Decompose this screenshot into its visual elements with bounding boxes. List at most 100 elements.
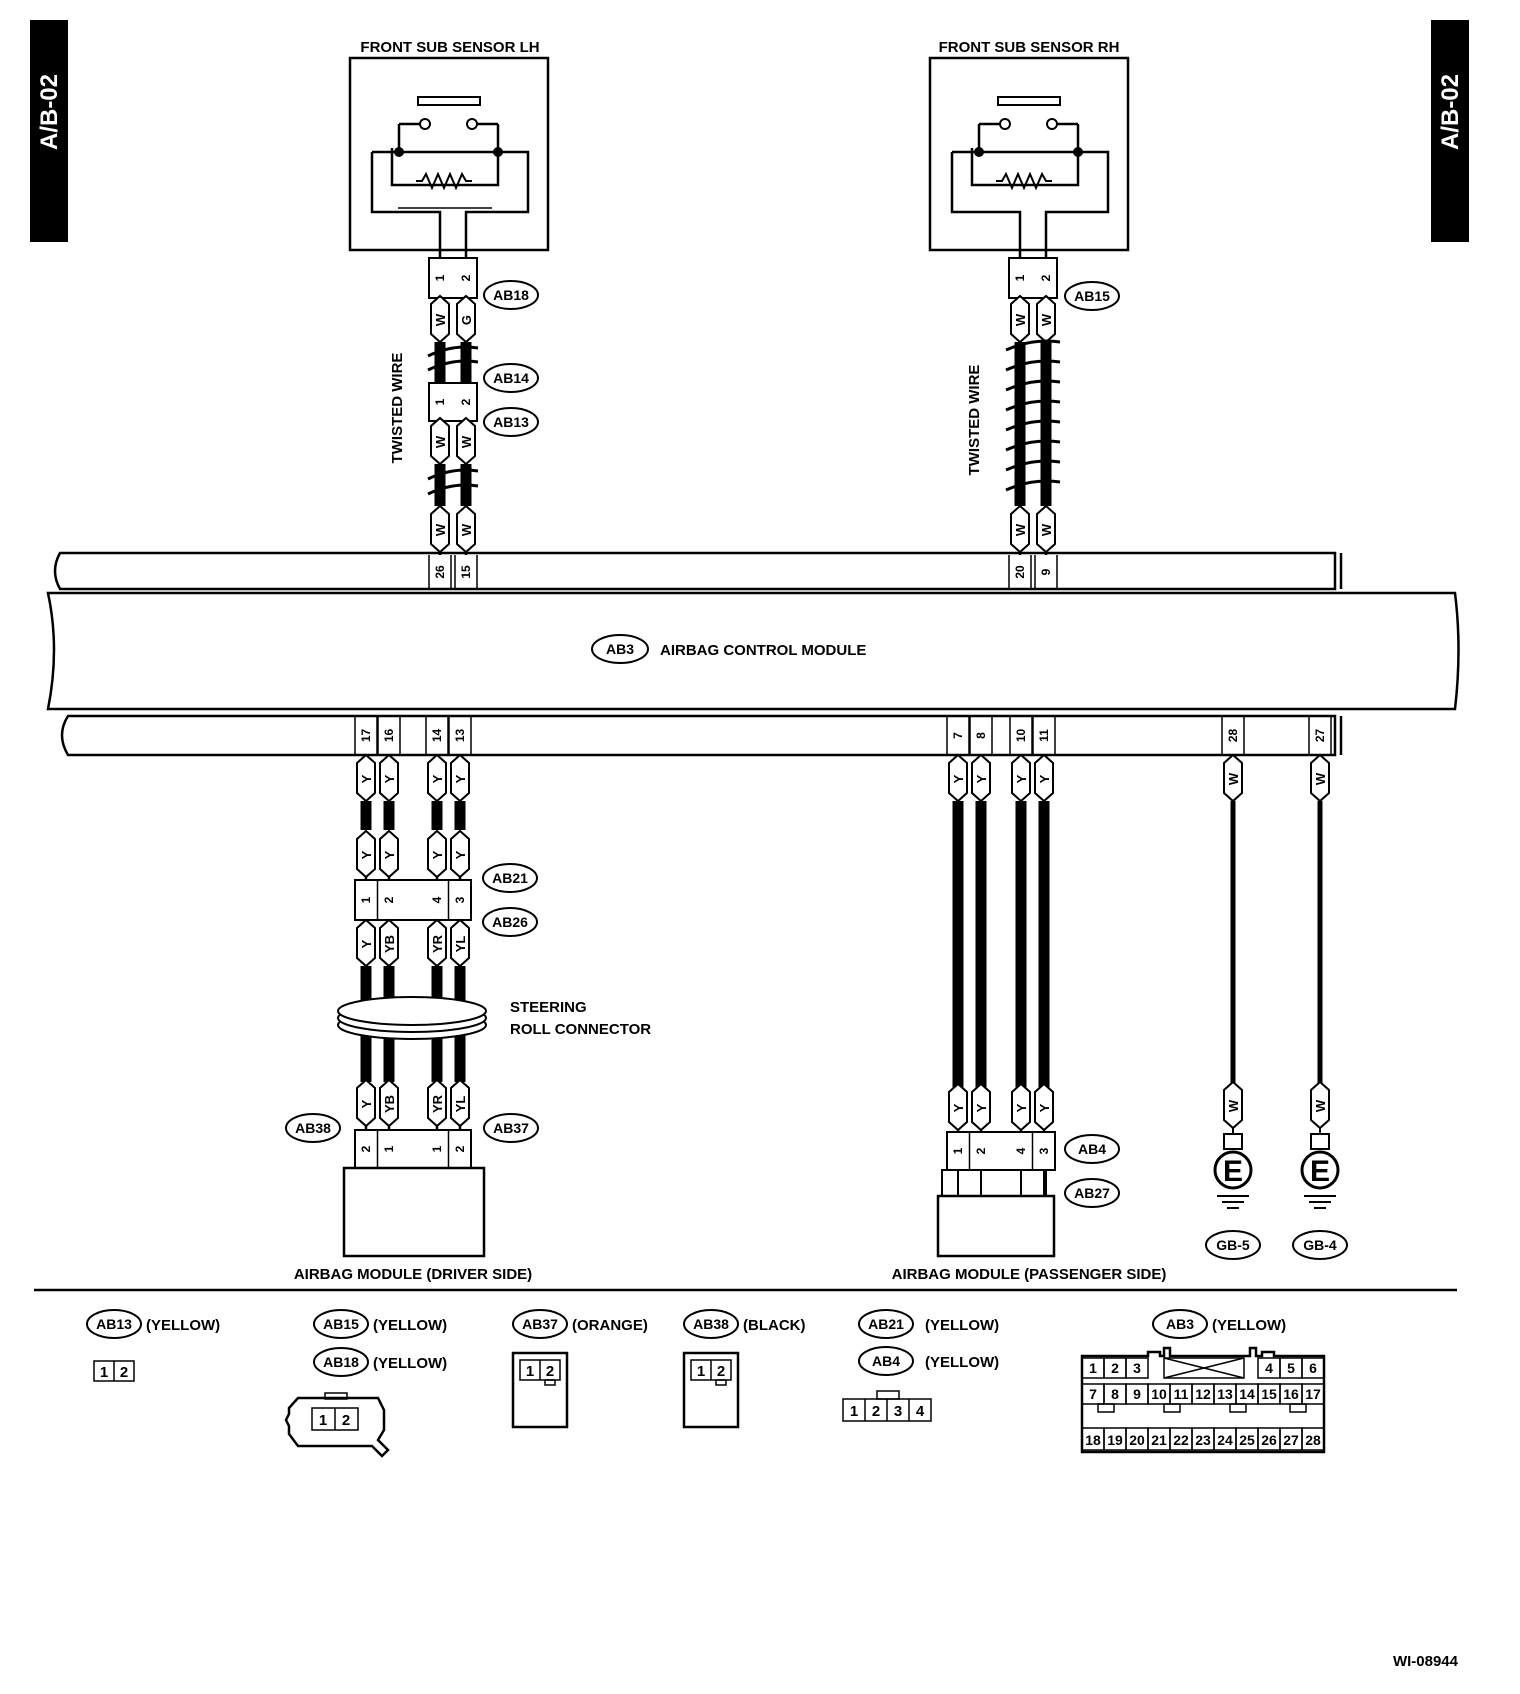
svg-text:7: 7 [951,732,965,739]
svg-text:1: 1 [430,1145,444,1152]
svg-text:15: 15 [1261,1386,1277,1402]
wire-color-drv-pre-0: Y [356,829,376,879]
legend-ab13: AB13 (YELLOW) 1 2 [86,1309,220,1382]
svg-text:16: 16 [382,729,396,743]
svg-text:2: 2 [872,1403,880,1420]
svg-text:28: 28 [1226,729,1240,743]
svg-text:FRONT SUB SENSOR RH: FRONT SUB SENSOR RH [939,39,1120,56]
svg-text:2: 2 [1111,1360,1119,1376]
wire-color-lh-0: W [430,294,450,344]
svg-text:18: 18 [1085,1432,1101,1448]
svg-text:2: 2 [359,1145,373,1152]
svg-text:22: 22 [1173,1432,1189,1448]
svg-text:Y: Y [1014,1103,1029,1112]
svg-text:1: 1 [951,1147,965,1154]
svg-text:(YELLOW): (YELLOW) [373,1317,447,1334]
legend-ab21-ab4: AB21 (YELLOW) AB4 (YELLOW) 1 2 3 4 [842,1309,999,1422]
svg-text:Y: Y [359,1099,374,1108]
svg-text:2: 2 [453,1145,467,1152]
wire-color-psg-mod-3: Y [1034,1082,1054,1132]
wire-color-drv-mod-3: YL [450,1078,470,1128]
wire-color-gnd-end-1: W [1310,1080,1330,1130]
svg-text:20: 20 [1129,1432,1145,1448]
svg-text:9: 9 [1039,568,1053,575]
svg-text:15: 15 [459,565,473,579]
svg-text:W: W [433,313,448,326]
connector-code-ab37: AB37 [483,1113,539,1143]
svg-text:23: 23 [1195,1432,1211,1448]
wire-color-lh-mid-1: W [456,416,476,466]
svg-text:1: 1 [433,274,447,281]
svg-text:GB-5: GB-5 [1216,1237,1250,1253]
svg-text:25: 25 [1239,1432,1255,1448]
wire-color-lh-1: G [456,294,476,344]
svg-text:AB27: AB27 [1074,1185,1110,1201]
svg-text:AB18: AB18 [493,287,529,303]
svg-text:17: 17 [1305,1386,1321,1402]
twist-marks [427,468,479,496]
svg-text:1: 1 [319,1412,327,1429]
ground-symbol-0: E [1213,1128,1253,1209]
svg-text:1: 1 [850,1403,858,1420]
wire-color-psg-mod-0: Y [948,1082,968,1132]
svg-text:AB38: AB38 [295,1120,331,1136]
svg-text:1: 1 [526,1363,534,1380]
wire-color-drv-pre-3: Y [450,829,470,879]
svg-text:AB15: AB15 [1074,288,1110,304]
wire-color-psg-mod-2: Y [1011,1082,1031,1132]
wire-color-rh-acm-1: W [1036,504,1056,554]
twisted-wire-label-lh: TWISTED WIRE [389,353,406,464]
svg-text:Y: Y [382,774,397,783]
connector-code-ab14: AB14 [483,363,539,393]
svg-text:AB3: AB3 [1166,1316,1194,1332]
svg-text:W: W [1226,772,1241,785]
svg-text:AB21: AB21 [492,870,528,886]
svg-text:1: 1 [1013,274,1027,281]
legend: AB13 (YELLOW) 1 2 AB15 (YELLOW) AB18 (YE… [86,1309,1326,1458]
figure-id: WI-08944 [1393,1653,1459,1670]
connector-code-ab38: AB38 [285,1113,341,1143]
svg-text:16: 16 [1283,1386,1299,1402]
svg-text:(ORANGE): (ORANGE) [572,1317,648,1334]
svg-text:17: 17 [359,729,373,743]
svg-text:Y: Y [453,774,468,783]
svg-text:4: 4 [916,1403,925,1420]
svg-text:20: 20 [1013,565,1027,579]
svg-text:4: 4 [430,896,444,903]
svg-text:2: 2 [1039,274,1053,281]
twist-marks [427,345,479,372]
wire-color-gnd-acm-0: W [1223,753,1243,803]
connector-ab27-body [941,1169,1047,1197]
wire-color-drv-acm-3: Y [450,753,470,803]
svg-text:YR: YR [430,1094,445,1113]
wire-color-lh-mid-0: W [430,416,450,466]
svg-text:4: 4 [1014,1147,1028,1154]
connector-code-ab18: AB18 [483,280,539,310]
svg-text:AB4: AB4 [1078,1141,1106,1157]
legend-ab38: AB38 (BLACK) 1 2 [682,1309,805,1429]
svg-text:(YELLOW): (YELLOW) [925,1354,999,1371]
svg-text:W: W [459,523,474,536]
svg-text:W: W [1013,313,1028,326]
wire-color-psg-mod-1: Y [971,1082,991,1132]
svg-text:(BLACK): (BLACK) [743,1317,805,1334]
svg-text:W: W [433,523,448,536]
svg-text:W: W [1013,523,1028,536]
airbag-control-module: AB3 AIRBAG CONTROL MODULE [46,551,1460,757]
legend-ab15-ab18: AB15 (YELLOW) AB18 (YELLOW) 1 2 [284,1309,447,1458]
twist-marks [1005,339,1061,492]
svg-text:3: 3 [1037,1147,1051,1154]
svg-text:W: W [1039,313,1054,326]
svg-text:(YELLOW): (YELLOW) [1212,1317,1286,1334]
svg-text:ROLL CONNECTOR: ROLL CONNECTOR [510,1021,651,1038]
page-tag-right: A/B-02 [1431,20,1469,242]
wire-color-rh-1: W [1036,294,1056,344]
svg-text:2: 2 [974,1147,988,1154]
ground-code-gb5: GB-5 [1205,1230,1261,1260]
wire-color-psg-acm-3: Y [1034,753,1054,803]
